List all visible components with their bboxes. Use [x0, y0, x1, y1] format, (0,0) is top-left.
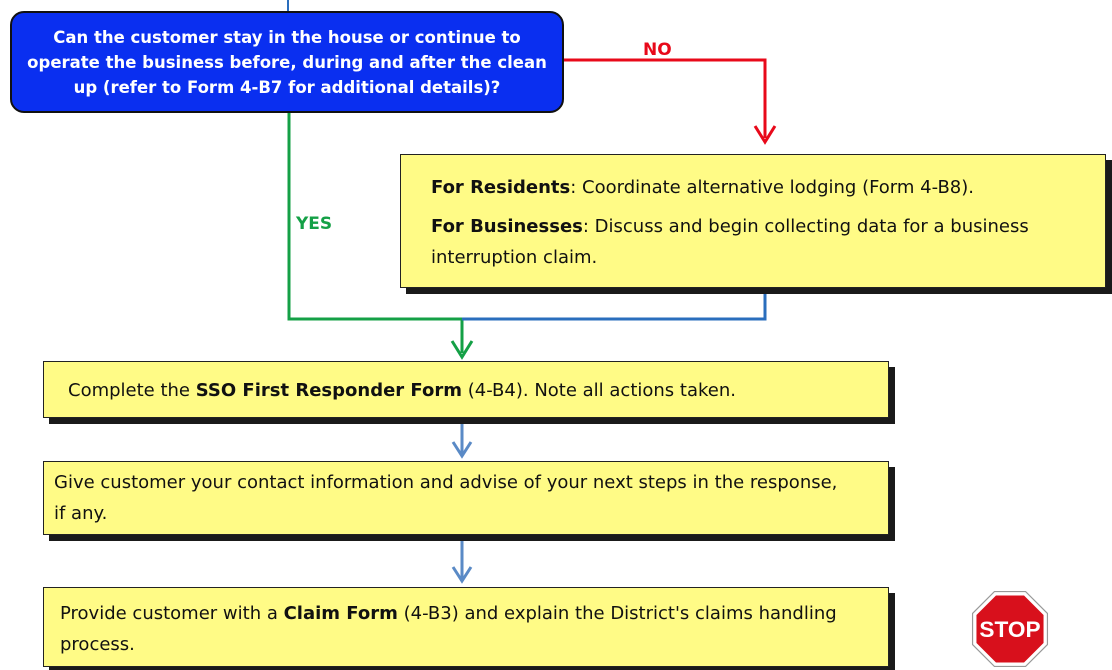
no-branch-label: NO [643, 40, 672, 60]
step2-arrowhead [451, 441, 473, 459]
step1-form-name: SSO First Responder Form [195, 380, 462, 401]
residents-text: : Coordinate alternative lodging (Form 4… [570, 177, 974, 198]
residents-line: For Residents: Coordinate alternative lo… [431, 172, 1091, 203]
stop-sign-text: STOP [979, 617, 1040, 642]
no-arrowhead [753, 125, 777, 145]
step3-box: Provide customer with a Claim Form (4-B3… [43, 587, 889, 667]
yes-connector [287, 113, 464, 353]
businesses-text: : Discuss and begin collecting data for … [431, 216, 1029, 268]
step3-prefix: Provide customer with a [60, 603, 284, 624]
step1-box: Complete the SSO First Responder Form (4… [43, 361, 889, 418]
step2-box: Give customer your contact information a… [43, 461, 889, 535]
alternatives-box: For Residents: Coordinate alternative lo… [400, 154, 1106, 288]
step2-text: Give customer your contact information a… [54, 472, 838, 524]
no-connector [564, 58, 767, 138]
businesses-label: For Businesses [431, 216, 583, 237]
decision-question: Can the customer stay in the house or co… [27, 27, 547, 97]
stop-sign-icon: STOP [971, 590, 1049, 668]
merge-connector [462, 290, 767, 321]
step1-prefix: Complete the [68, 380, 196, 401]
businesses-line: For Businesses: Discuss and begin collec… [431, 211, 1091, 273]
decision-box: Can the customer stay in the house or co… [10, 11, 564, 113]
yes-branch-label: YES [296, 214, 333, 234]
yes-arrowhead [450, 340, 474, 360]
step3-suffix: (4-B3) and explain the District's claims… [60, 603, 837, 655]
residents-label: For Residents [431, 177, 571, 198]
step3-arrowhead [451, 566, 473, 584]
step3-form-name: Claim Form [283, 603, 398, 624]
step1-suffix: (4-B4). Note all actions taken. [462, 380, 736, 401]
